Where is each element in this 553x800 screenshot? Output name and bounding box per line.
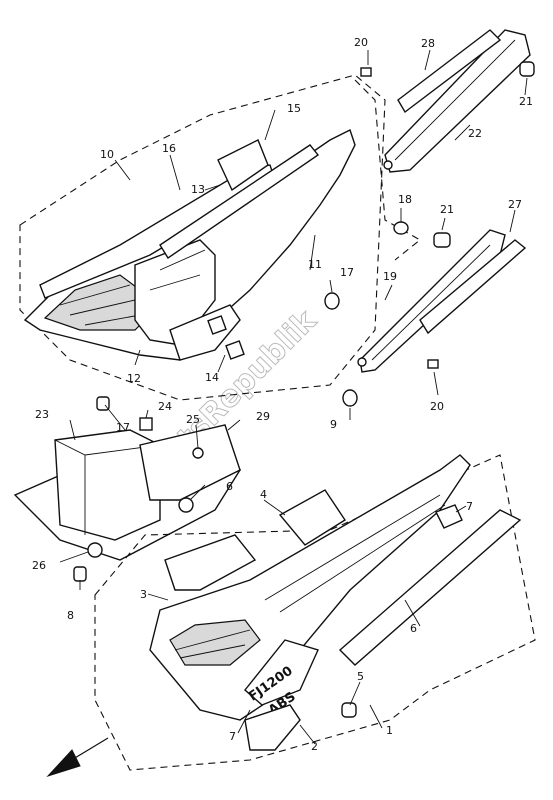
callout-3: 3 xyxy=(140,588,147,601)
callout-17a: 17 xyxy=(340,266,354,279)
tail-cover: FJ1200 ABS xyxy=(149,454,471,721)
grommet-18 xyxy=(393,221,409,235)
callout-29: 29 xyxy=(256,410,270,423)
callout-12: 12 xyxy=(127,372,141,385)
callout-20a: 20 xyxy=(354,36,368,49)
pad-4 xyxy=(278,489,346,546)
bolt-25 xyxy=(192,447,204,459)
callout-6a: 6 xyxy=(226,480,233,493)
bracket-7 xyxy=(435,504,463,529)
pad-13 xyxy=(217,139,269,192)
grommet-17a xyxy=(324,292,340,310)
callout-2: 2 xyxy=(311,740,318,753)
strip-6 xyxy=(338,509,522,666)
grommet-14b xyxy=(225,340,245,360)
strip-15 xyxy=(159,144,320,259)
callout-10: 10 xyxy=(100,148,114,161)
callout-7b: 7 xyxy=(229,730,236,743)
callout-9: 9 xyxy=(330,418,337,431)
callout-25: 25 xyxy=(186,413,200,426)
strip-28 xyxy=(397,29,502,114)
leaders-upper-left xyxy=(114,109,333,373)
direction-arrow-head xyxy=(46,749,81,778)
rail-cover-22 xyxy=(383,29,531,173)
callout-16: 16 xyxy=(162,142,176,155)
callout-21a: 21 xyxy=(519,95,533,108)
callout-7a: 7 xyxy=(466,500,473,513)
callout-8: 8 xyxy=(67,609,74,622)
grommet-14a xyxy=(207,315,227,335)
leaders-center xyxy=(59,404,351,590)
callout-23: 23 xyxy=(35,408,49,421)
grommet-21b xyxy=(433,232,451,248)
grommet-9 xyxy=(342,389,358,407)
callout-27: 27 xyxy=(508,198,522,211)
callout-11: 11 xyxy=(308,258,322,271)
rail-cover-19 xyxy=(357,229,506,373)
callout-18: 18 xyxy=(398,193,412,206)
left-cover-strips xyxy=(39,139,320,299)
bolt-20b xyxy=(427,359,439,369)
grommet-24 xyxy=(139,417,153,431)
leaders-right xyxy=(384,209,516,396)
callout-22: 22 xyxy=(468,127,482,140)
callout-26: 26 xyxy=(32,559,46,572)
tail-piece-2 xyxy=(244,704,301,751)
group-box-upper-right xyxy=(354,79,421,261)
callout-15: 15 xyxy=(287,102,301,115)
callout-24: 24 xyxy=(158,400,172,413)
callout-28: 28 xyxy=(421,37,435,50)
group-box-tail-cover xyxy=(94,454,536,771)
callout-20b: 20 xyxy=(430,400,444,413)
group-box-left-cover xyxy=(19,74,386,401)
callout-14: 14 xyxy=(205,371,219,384)
callout-17b: 17 xyxy=(116,421,130,434)
callout-4: 4 xyxy=(260,488,267,501)
grommet-6a xyxy=(178,497,194,513)
grommet-21a xyxy=(519,61,535,77)
leaders-upper-right xyxy=(367,49,528,222)
strip-27 xyxy=(419,239,527,335)
battery-box xyxy=(13,424,242,561)
bracket-3 xyxy=(164,534,257,591)
callout-5: 5 xyxy=(357,670,364,683)
callout-19: 19 xyxy=(383,270,397,283)
grommet-8 xyxy=(73,566,87,582)
callout-1: 1 xyxy=(386,724,393,737)
callout-21b: 21 xyxy=(440,203,454,216)
callout-13: 13 xyxy=(191,183,205,196)
grommet-5 xyxy=(341,702,357,718)
callout-6b: 6 xyxy=(410,622,417,635)
bolt-20a xyxy=(360,67,372,77)
leaders-lower xyxy=(147,499,467,745)
